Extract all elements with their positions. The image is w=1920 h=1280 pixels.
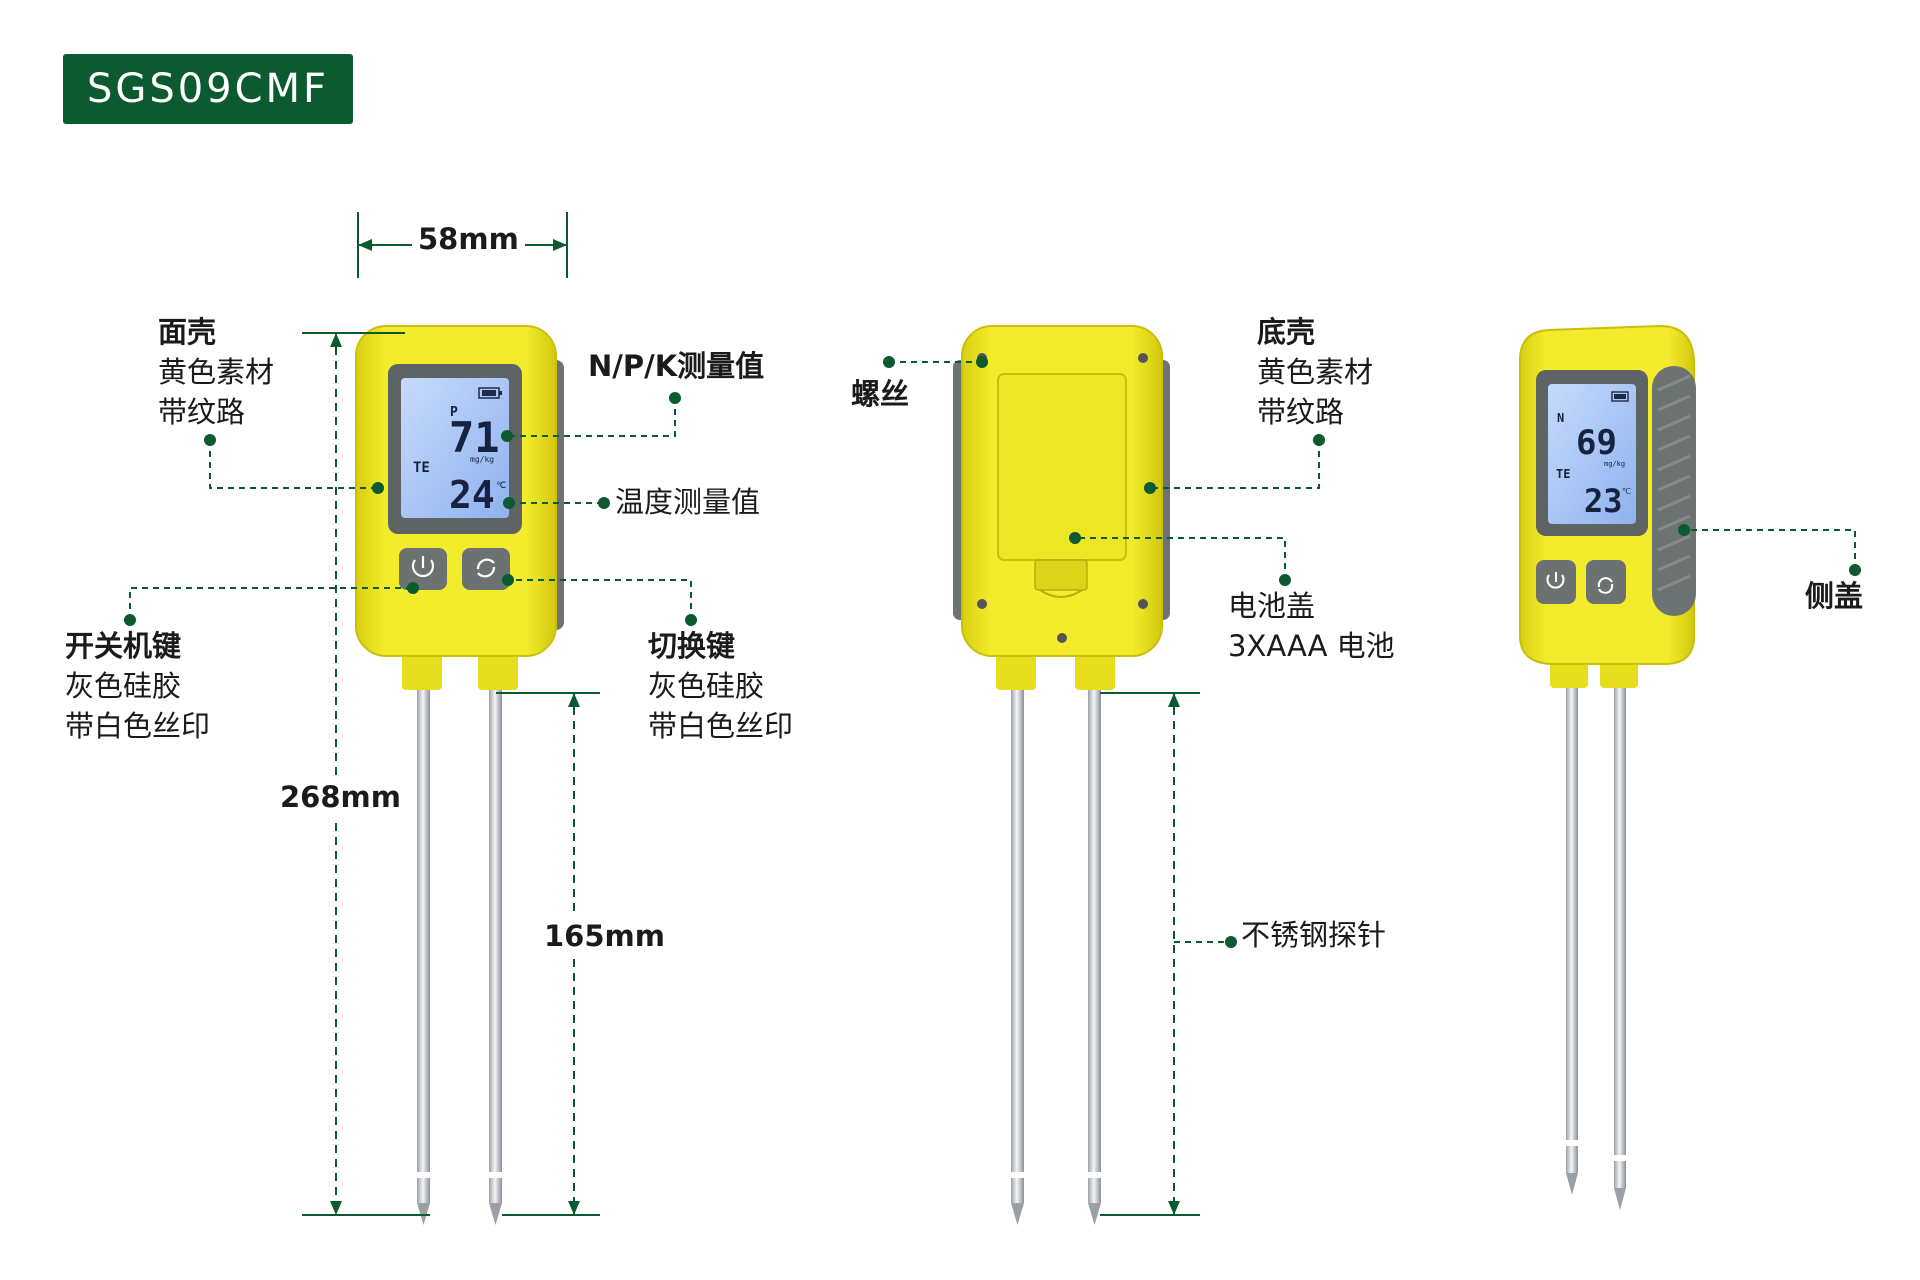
callout-title: 电池盖 (1228, 589, 1316, 623)
callout-line: 带纹路 (158, 395, 246, 429)
battery-cover (997, 373, 1127, 561)
callout-title: N/P/K测量值 (588, 349, 765, 383)
lcd-side-top-label: N (1557, 411, 1564, 425)
front-device (355, 325, 564, 1225)
callout-title: 开关机键 (65, 629, 182, 663)
lcd-front-temp-label: TE (413, 460, 430, 476)
probe-length-label: 165mm (540, 915, 669, 957)
callout-switch-key: 切换键 灰色硅胶 带白色丝印 (648, 626, 793, 746)
callout-line: 带白色丝印 (65, 709, 211, 743)
callout-title: 温度测量值 (615, 485, 761, 519)
width-dimension-label: 58mm (412, 222, 525, 256)
lcd-front-unit: mg/kg (470, 455, 494, 464)
lcd-front-temp-value: 24 (449, 473, 495, 517)
callout-temp-value: 温度测量值 (615, 482, 760, 522)
callout-power-key: 开关机键 灰色硅胶 带白色丝印 (65, 626, 210, 746)
lcd-side-temp-unit: ℃ (1622, 487, 1631, 496)
callout-title: 底壳 (1257, 315, 1316, 349)
callout-line: 黄色素材 (1257, 355, 1374, 389)
probe-right (489, 688, 502, 1203)
callout-battery-cover: 电池盖 3XAAA 电池 (1228, 586, 1395, 666)
callout-npk-value: N/P/K测量值 (588, 346, 764, 386)
lcd-side-temp-value: 23 (1584, 482, 1623, 520)
callout-leaders (129, 361, 1856, 943)
callout-probe: 不锈钢探针 (1241, 915, 1386, 955)
callout-screw: 螺丝 (851, 374, 909, 414)
callout-line: 3XAAA 电池 (1228, 629, 1395, 663)
callout-line: 灰色硅胶 (65, 669, 182, 703)
side-device (1519, 324, 1696, 1210)
probe-left (417, 688, 430, 1203)
callout-title: 面壳 (158, 315, 217, 349)
callout-line: 灰色硅胶 (648, 669, 765, 703)
switch-key (462, 548, 510, 590)
total-length-label: 268mm (280, 776, 401, 818)
callout-title: 不锈钢探针 (1241, 918, 1387, 952)
callout-title: 切换键 (648, 629, 736, 663)
callout-side-cover: 侧盖 (1805, 576, 1863, 616)
callout-line: 带纹路 (1257, 395, 1345, 429)
lcd-front-top-value: 71 (449, 413, 500, 462)
callout-line: 带白色丝印 (648, 709, 794, 743)
power-key (399, 548, 447, 590)
callout-title: 螺丝 (851, 377, 910, 411)
lcd-screen (401, 378, 509, 518)
callout-line: 黄色素材 (158, 355, 275, 389)
dimension-lines (302, 212, 1200, 1216)
callout-face-shell: 面壳 黄色素材 带纹路 (158, 312, 274, 432)
lcd-side-unit: mg/kg (1604, 460, 1625, 468)
lcd-side-temp-label: TE (1556, 467, 1570, 481)
lcd-side-top-value: 69 (1576, 423, 1617, 463)
callout-bottom-shell: 底壳 黄色素材 带纹路 (1257, 312, 1373, 432)
callout-dots (124, 356, 1861, 948)
model-badge: SGS09CMF (63, 54, 353, 124)
back-device (953, 325, 1170, 1225)
lcd-front-top-label: P (450, 405, 458, 420)
lcd-front-temp-unit: ℃ (496, 481, 506, 491)
callout-title: 侧盖 (1805, 579, 1864, 613)
